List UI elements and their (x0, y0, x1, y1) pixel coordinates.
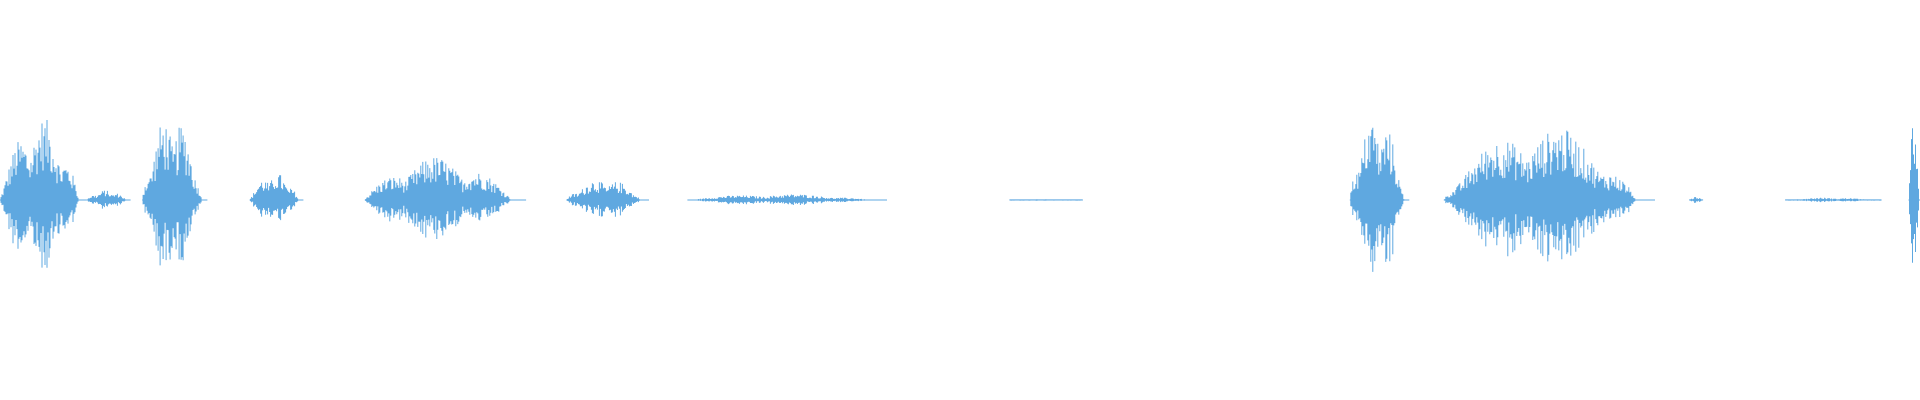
waveform-segment (364, 158, 527, 239)
waveform-segment (1443, 130, 1655, 262)
waveform-segment (1689, 197, 1704, 203)
waveform-segment (249, 175, 304, 221)
waveform-segment (687, 194, 887, 205)
waveform-segment (0, 120, 87, 268)
waveform-path (1444, 130, 1636, 262)
waveform-path (250, 175, 299, 221)
waveform-path (365, 158, 512, 239)
waveform-path (0, 120, 79, 268)
waveform-path (566, 182, 642, 217)
waveform-segment (86, 190, 131, 209)
waveform-path (142, 127, 202, 266)
waveform-segment (142, 127, 208, 266)
waveform-path (1350, 127, 1405, 272)
waveform-segment (1349, 127, 1410, 272)
waveform-segment (1785, 197, 1882, 203)
waveform-segment (1908, 128, 1920, 263)
waveform-segment (1009, 199, 1083, 201)
waveform-segment (566, 182, 649, 217)
waveform-path (1909, 128, 1919, 263)
